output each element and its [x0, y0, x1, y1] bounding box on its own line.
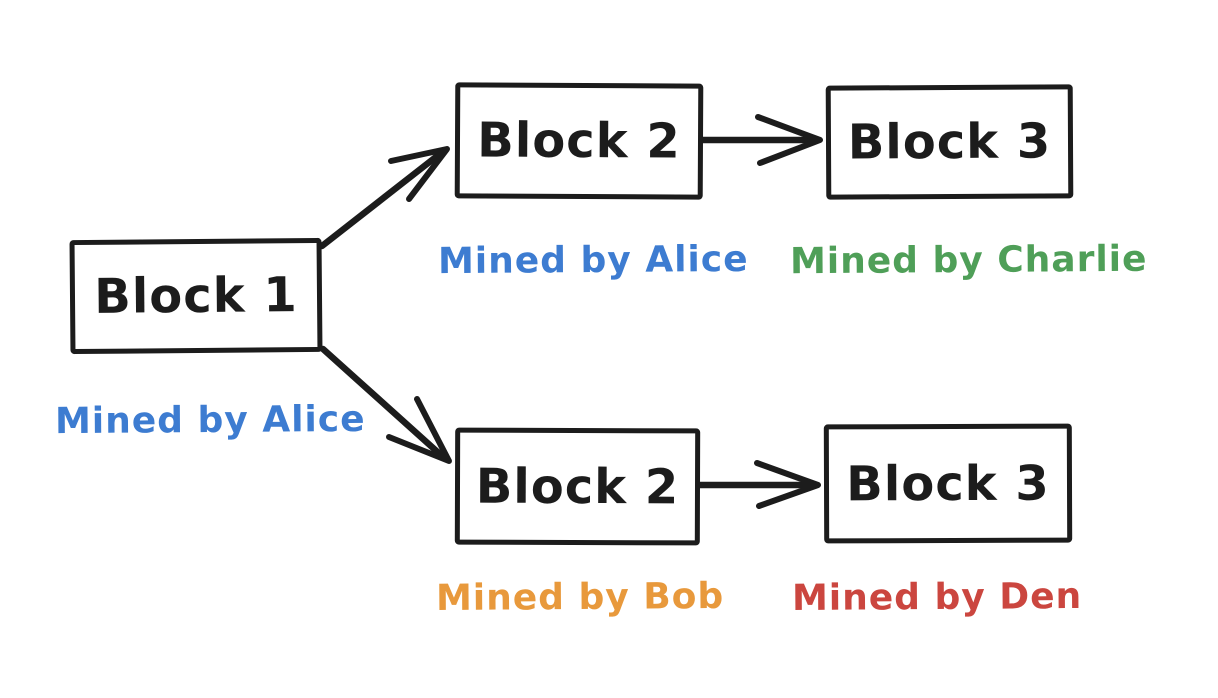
miner-label-block-3-bottom: Mined by Den: [791, 575, 1083, 620]
miner-label-block-2-bottom: Mined by Bob: [435, 575, 725, 620]
block-3-bottom-label: Block 3: [846, 455, 1050, 512]
arrow-block2-top-to-block3-top: [697, 114, 823, 166]
arrow-block1-to-block2-bottom: [319, 345, 452, 464]
block-1-node: Block 1: [69, 237, 323, 355]
arrow-block1-to-block2-top: [318, 146, 450, 250]
block-2-top-label: Block 2: [477, 112, 681, 170]
miner-label-block-2-top: Mined by Alice: [437, 238, 749, 283]
block-3-top-node: Block 3: [825, 84, 1074, 200]
block-3-top-label: Block 3: [847, 113, 1052, 171]
miner-label-block-3-top: Mined by Charlie: [789, 238, 1148, 283]
block-3-bottom-node: Block 3: [823, 423, 1073, 544]
block-2-bottom-node: Block 2: [454, 427, 701, 546]
miner-label-block-1: Mined by Alice: [54, 398, 366, 443]
block-2-top-node: Block 2: [454, 82, 704, 200]
block-2-bottom-label: Block 2: [475, 458, 680, 515]
arrow-block2-bottom-to-block3-bottom: [695, 460, 821, 509]
block-1-label: Block 1: [94, 267, 298, 325]
